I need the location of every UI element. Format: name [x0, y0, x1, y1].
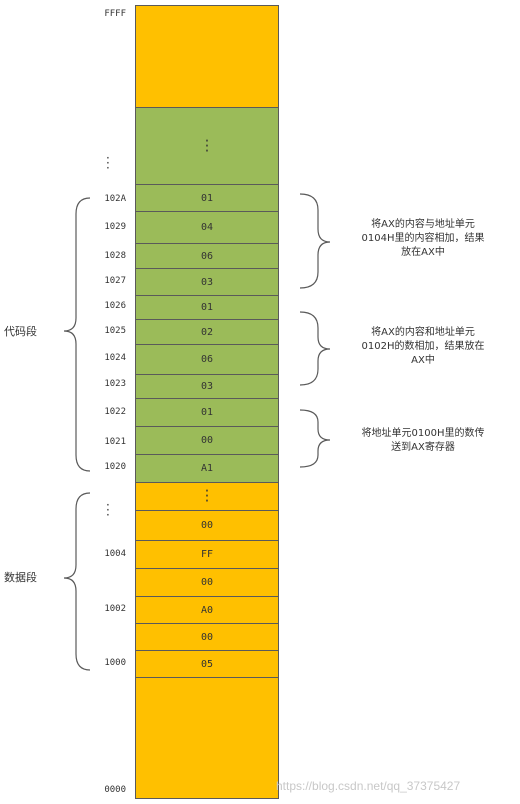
- address-label-1024: 1024: [104, 353, 126, 363]
- address-label-1020: 1020: [104, 462, 126, 472]
- ellipsis-vertical: · · ·: [203, 484, 211, 508]
- memory-column: · · · 01 04 06 03 01 02 06 03 01 00 A1 ·…: [135, 5, 279, 799]
- memory-cell-1003: 00: [136, 569, 278, 597]
- memory-cell-1028: 06: [136, 244, 278, 269]
- memory-cell-102A: 01: [136, 185, 278, 212]
- address-label-1026: 1026: [104, 301, 126, 311]
- ellipsis-vertical: · · ·: [106, 151, 110, 175]
- memory-cell-1004: FF: [136, 541, 278, 569]
- memory-region-low: [136, 678, 278, 798]
- instruction1-description: 将AX的内容与地址单元 0104H里的内容相加，结果 放在AX中: [361, 219, 485, 258]
- memory-cell-1025: 02: [136, 320, 278, 345]
- memory-cell-1024: 06: [136, 345, 278, 375]
- address-label-102A: 102A: [104, 194, 126, 204]
- watermark: https://blog.csdn.net/qq_37375427: [276, 779, 461, 793]
- memory-cell-1002: A0: [136, 597, 278, 624]
- memory-cell-1022: 01: [136, 399, 278, 427]
- instruction3-description: 将地址单元0100H里的数传 送到AX寄存器: [361, 428, 485, 453]
- memory-region-data-gap: · · ·: [136, 483, 278, 511]
- address-label-1025: 1025: [104, 326, 126, 336]
- memory-region-unused-code: · · ·: [136, 108, 278, 185]
- address-label-1029: 1029: [104, 222, 126, 232]
- memory-cell-1029: 04: [136, 212, 278, 244]
- instruction3-brace: [299, 409, 331, 468]
- address-label-0000: 0000: [104, 785, 126, 795]
- data-segment-brace: [63, 492, 91, 671]
- address-label-1021: 1021: [104, 437, 126, 447]
- address-label-1028: 1028: [104, 251, 126, 261]
- instruction2-description: 将AX的内容和地址单元 0102H的数相加，结果放在 AX中: [361, 327, 485, 366]
- memory-cell-1027: 03: [136, 269, 278, 296]
- code-segment-brace: [63, 197, 91, 472]
- address-label-1027: 1027: [104, 276, 126, 286]
- memory-region-high: [136, 6, 278, 108]
- memory-cell-1021: 00: [136, 427, 278, 455]
- data-segment-label: 数据段: [4, 571, 37, 584]
- address-label-FFFF: FFFF: [104, 9, 126, 19]
- address-label-1022: 1022: [104, 407, 126, 417]
- memory-cell-1000: 05: [136, 651, 278, 678]
- memory-cell-1026: 01: [136, 296, 278, 320]
- address-label-1023: 1023: [104, 379, 126, 389]
- memory-cell-1023: 03: [136, 375, 278, 399]
- memory-cell-1005: 00: [136, 511, 278, 541]
- ellipsis-vertical: · · ·: [203, 133, 211, 158]
- address-label-1000: 1000: [104, 658, 126, 668]
- instruction1-brace: [299, 193, 331, 289]
- memory-cell-1020: A1: [136, 455, 278, 483]
- memory-cell-1001: 00: [136, 624, 278, 651]
- code-segment-label: 代码段: [4, 325, 37, 338]
- address-label-1002: 1002: [104, 604, 126, 614]
- ellipsis-vertical: · · ·: [106, 498, 110, 522]
- address-label-1004: 1004: [104, 549, 126, 559]
- instruction2-brace: [299, 311, 331, 386]
